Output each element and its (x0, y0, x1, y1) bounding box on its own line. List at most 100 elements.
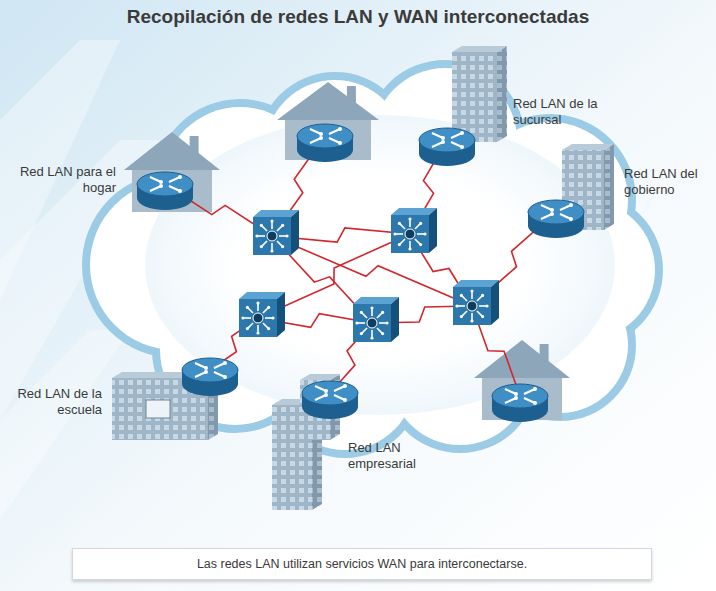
router-arrow-head (319, 136, 323, 140)
router-arrow-head (223, 361, 227, 365)
switch-arrow-head (267, 306, 270, 309)
switch-arrow-head (419, 243, 422, 246)
switch-front (239, 299, 277, 337)
router-arrow-head (204, 370, 208, 374)
router-arrow-head (514, 396, 518, 400)
switch-arrow-head (460, 315, 463, 318)
switch-arrow-head (423, 232, 426, 235)
router-arrow-head (319, 132, 323, 136)
wan-links (165, 136, 556, 396)
router-arrow-head (550, 208, 554, 212)
switch-arrow-head (355, 321, 358, 324)
router-arrow-head (441, 140, 445, 144)
router-top (297, 124, 353, 148)
switch-arrow-head (385, 321, 388, 324)
house-chimney (540, 344, 549, 364)
router-icon (492, 384, 548, 422)
building-side (604, 144, 614, 230)
router-top (302, 381, 358, 405)
branch-building (452, 46, 507, 142)
building-roof (300, 374, 340, 380)
switch-arrow-head (460, 294, 463, 297)
home-house-right (474, 340, 570, 420)
switch-arrow-head (241, 316, 244, 319)
router-arrow-head (569, 217, 573, 221)
router-arrow-head (569, 203, 573, 207)
switch-arrow-head (381, 332, 384, 335)
switch-arrow-head (455, 304, 458, 307)
switch-arrow-head (481, 294, 484, 297)
building-roof (452, 46, 507, 52)
router-top (528, 200, 584, 224)
router-top (419, 128, 475, 152)
network-label: Red LAN de la sucursal (513, 96, 623, 128)
switch-arrow-head (398, 243, 401, 246)
switch-arrow-head (270, 219, 273, 222)
network-label: Red LAN de la escuela (4, 386, 102, 418)
school-door (146, 400, 170, 418)
home-house-top (277, 82, 379, 160)
switch-top (391, 208, 437, 215)
switch-arrow-head (381, 311, 384, 314)
house-chimney (190, 136, 199, 156)
switch-arrow-head (419, 222, 422, 225)
switch-top (239, 292, 285, 299)
switch-icon (239, 292, 285, 337)
router-arrow-head (324, 389, 328, 393)
switch-arrow-head (285, 234, 288, 237)
switch-side (291, 210, 299, 255)
switch-front (353, 304, 391, 342)
router-arrow-head (178, 175, 182, 179)
switch-arrow-head (408, 247, 411, 250)
router-top (492, 384, 548, 408)
home-house (124, 132, 220, 212)
switch-top (353, 297, 399, 304)
switch-icon (353, 297, 399, 342)
switch-arrow-head (360, 332, 363, 335)
switch-arrow-head (470, 289, 473, 292)
router-arrow-head (533, 401, 537, 405)
switch-arrow-head (393, 232, 396, 235)
switch-arrow-head (485, 304, 488, 307)
router-arrow-head (159, 180, 163, 184)
switch-arrow-head (281, 245, 284, 248)
router-arrow-head (343, 398, 347, 402)
router-arrow-head (550, 212, 554, 216)
house-chimney (347, 86, 356, 106)
wan-cloud (90, 68, 655, 450)
switch-arrow-head (256, 331, 259, 334)
switch-arrow-head (408, 217, 411, 220)
switch-core (267, 231, 277, 241)
switch-icon (453, 280, 499, 325)
router-arrow-head (223, 375, 227, 379)
switch-arrow-head (360, 311, 363, 314)
serial-link (410, 234, 472, 306)
building-roof (562, 144, 614, 150)
building-side (497, 46, 507, 142)
router-arrow-head (460, 145, 464, 149)
switch-core (467, 301, 477, 311)
switch-icon (253, 210, 299, 255)
switch-top (253, 210, 299, 217)
switch-arrow-head (271, 316, 274, 319)
switch-arrow-head (481, 315, 484, 318)
switch-arrow-head (398, 222, 401, 225)
switch-side (277, 292, 285, 337)
router-arrow-head (178, 189, 182, 193)
router-arrow-head (324, 393, 328, 397)
network-label: Red LAN del gobierno (624, 166, 712, 198)
router-arrow-head (514, 392, 518, 396)
house-roof (474, 340, 570, 378)
router-arrow-head (338, 127, 342, 131)
caption: Las redes LAN utilizan servicios WAN par… (72, 548, 652, 580)
cloud-shade (145, 115, 615, 415)
switch-arrow-head (260, 245, 263, 248)
switch-side (391, 297, 399, 342)
router-icon (297, 124, 353, 162)
router-arrow-head (338, 141, 342, 145)
switch-icon (391, 208, 437, 253)
switch-front (253, 217, 291, 255)
router-icon (419, 128, 475, 166)
router-arrow-head (204, 366, 208, 370)
